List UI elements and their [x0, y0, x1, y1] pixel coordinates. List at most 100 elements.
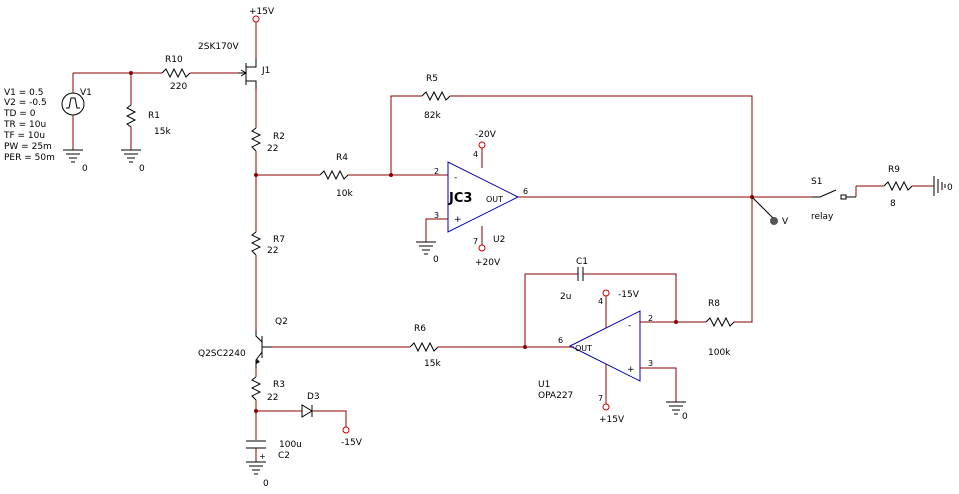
svg-text:TF = 10u: TF = 10u — [3, 131, 45, 141]
opamp-u1-pin-out: 6 — [558, 336, 563, 345]
ground-v1-label: 0 — [82, 164, 88, 174]
opamp-u2[interactable]: - + JC3 OUT 2 3 6 4 7 U2 — [434, 150, 528, 246]
opamp-u1-plus: + — [627, 365, 635, 375]
capacitor-c2-polarity: + — [259, 452, 266, 461]
opamp-u1-name: U1 — [538, 380, 550, 390]
opamp-u1-part: OPA227 — [538, 391, 573, 401]
opamp-u1-pin-vneg: 4 — [598, 297, 603, 306]
resistor-r9-value: 8 — [890, 199, 896, 209]
opamp-u2-out-label: OUT — [486, 195, 503, 204]
opamp-u1-pin-noninv: 3 — [648, 359, 653, 368]
svg-text:V1 = 0.5: V1 = 0.5 — [4, 88, 43, 98]
jfet-j1-name: J1 — [261, 66, 270, 76]
svg-text:TD = 0: TD = 0 — [3, 109, 36, 119]
resistor-r4-name: R4 — [336, 153, 348, 163]
resistor-r4-value: 10k — [336, 189, 353, 199]
capacitor-c2-value: 100u — [279, 440, 302, 450]
capacitor-c1[interactable]: C1 2u — [560, 257, 677, 322]
ground-c2-label: 0 — [263, 479, 269, 489]
resistor-r4[interactable]: R4 10k — [319, 153, 448, 199]
resistor-r6[interactable]: R6 15k — [409, 324, 574, 369]
opamp-u1-pin-vpos: 7 — [598, 394, 603, 403]
svg-text:PER = 50m: PER = 50m — [4, 153, 55, 163]
opamp-u2-pin-out: 6 — [523, 187, 528, 196]
wire-c1-left — [524, 273, 578, 347]
ground-v1: 0 — [63, 149, 88, 174]
resistor-r2[interactable]: R2 22 — [250, 89, 285, 175]
opamp-u2-pin-vneg: 4 — [473, 150, 478, 159]
resistor-r3[interactable]: R3 22 — [250, 368, 285, 440]
wire-r5-left — [390, 95, 422, 175]
ground-u1-label: 0 — [682, 412, 688, 422]
opamp-u2-label: JC3 — [448, 191, 472, 206]
resistor-r1-value: 15k — [154, 127, 171, 137]
opamp-u1-out-label: OUT — [575, 344, 592, 353]
capacitor-c2[interactable]: + 100u C2 — [246, 440, 302, 462]
resistor-r8-name: R8 — [708, 299, 720, 309]
diode-d3[interactable]: D3 -15V — [256, 392, 363, 448]
ground-u2: 0 — [416, 241, 439, 265]
opamp-u2-pin-vpos: 7 — [473, 237, 478, 246]
resistor-r7-value: 22 — [267, 246, 278, 256]
voltage-probe[interactable]: V — [751, 196, 789, 227]
supply-u2-pos-label: +20V — [475, 258, 501, 268]
voltage-probe-label: V — [782, 217, 789, 227]
opamp-u2-pin-noninv: 3 — [434, 211, 439, 220]
resistor-r6-value: 15k — [424, 359, 441, 369]
supply-j1: +15V — [249, 7, 275, 58]
switch-s1-label: relay — [811, 212, 834, 222]
diode-d3-supply: -15V — [341, 438, 363, 448]
ground-r1: 0 — [121, 149, 145, 174]
resistor-r5[interactable]: R5 82k — [421, 74, 753, 197]
supply-j1-label: +15V — [249, 7, 275, 17]
diode-d3-name: D3 — [307, 392, 320, 402]
resistor-r8-value: 100k — [708, 348, 731, 358]
resistor-r8[interactable]: R8 100k — [705, 197, 753, 358]
resistor-r2-value: 22 — [267, 144, 278, 154]
resistor-r5-name: R5 — [426, 74, 438, 84]
ground-r9-label: 0 — [947, 183, 953, 193]
ground-r1-label: 0 — [139, 164, 145, 174]
resistor-r7[interactable]: R7 22 — [250, 175, 285, 330]
opamp-u2-pin-inv: 2 — [434, 167, 439, 176]
svg-text:TR = 10u: TR = 10u — [3, 120, 46, 130]
resistor-r10[interactable]: R10 220 — [161, 55, 238, 92]
jfet-j1[interactable]: J1 2SK170V — [198, 42, 270, 89]
opamp-u1-pin-inv: 2 — [648, 314, 653, 323]
svg-text:PW = 25m: PW = 25m — [4, 142, 52, 152]
resistor-r9-name: R9 — [888, 165, 900, 175]
resistor-r1[interactable]: R1 15k — [125, 73, 171, 150]
opamp-u1[interactable]: - + OUT 2 3 6 4 7 U1 OPA227 — [538, 297, 653, 403]
supply-u2-neg: -20V — [475, 130, 497, 168]
opamp-u2-name: U2 — [493, 235, 505, 245]
resistor-r7-name: R7 — [273, 235, 285, 245]
transistor-q2[interactable]: Q2 Q2SC2240 — [198, 317, 288, 368]
opamp-u2-plus: + — [454, 215, 462, 225]
wire-u1-noninv-ground — [640, 367, 677, 402]
ground-u1: 0 — [666, 401, 688, 422]
resistor-r10-name: R10 — [165, 55, 183, 65]
resistor-r3-value: 22 — [267, 393, 278, 403]
supply-u1-pos-label: +15V — [599, 415, 625, 425]
resistor-r1-name: R1 — [148, 111, 160, 121]
source-v1[interactable]: V1 — [61, 73, 92, 150]
resistor-r6-name: R6 — [414, 324, 426, 334]
supply-u1-neg: -15V — [602, 289, 640, 328]
opamp-u1-minus: - — [628, 321, 631, 331]
opamp-u2-minus: - — [454, 173, 457, 183]
supply-u2-pos: +20V — [475, 226, 501, 268]
supply-u1-pos: +15V — [599, 364, 625, 425]
ground-u2-label: 0 — [433, 255, 439, 265]
switch-s1-name: S1 — [811, 177, 822, 187]
wire-u2-noninv-ground — [425, 218, 448, 242]
jfet-j1-part: 2SK170V — [198, 42, 240, 52]
source-v1-name: V1 — [80, 88, 92, 98]
resistor-r9[interactable]: R9 8 — [883, 165, 934, 209]
resistor-r10-value: 220 — [170, 82, 187, 92]
capacitor-c1-name: C1 — [576, 257, 588, 267]
supply-u2-neg-label: -20V — [475, 130, 497, 140]
switch-s1[interactable]: S1 relay — [811, 177, 856, 222]
svg-text:V2 = -0.5: V2 = -0.5 — [4, 98, 47, 108]
resistor-r5-value: 82k — [424, 111, 441, 121]
